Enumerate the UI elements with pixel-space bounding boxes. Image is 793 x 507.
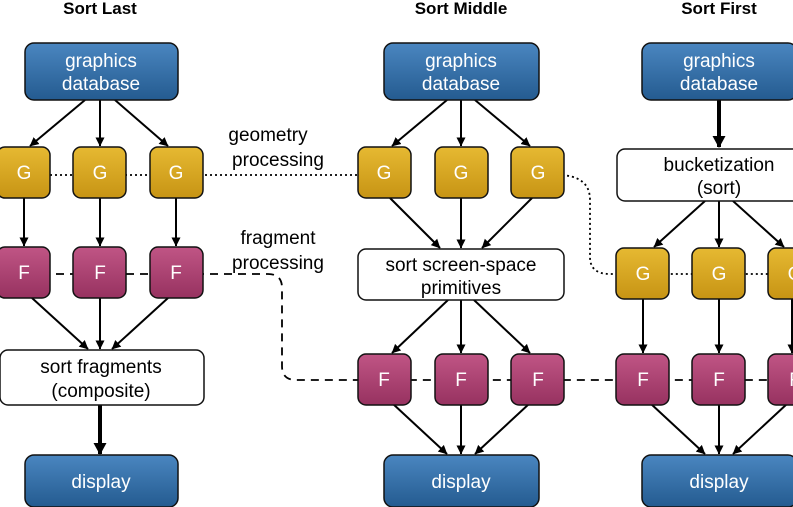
geometry-node: G xyxy=(767,247,793,300)
display-label: display xyxy=(71,472,131,493)
column-heading-sort-first: Sort First xyxy=(681,0,757,18)
sort-primitives-box: sort screen-space primitives xyxy=(357,248,565,301)
display-node: display xyxy=(641,454,793,507)
geometry-node: G xyxy=(691,247,746,300)
fragment-node-label: F xyxy=(170,263,182,284)
geometry-node-label: G xyxy=(169,163,184,184)
geometry-node: G xyxy=(434,146,489,199)
arrow xyxy=(732,402,789,455)
arrow xyxy=(29,99,86,147)
fragment-node: F xyxy=(0,246,51,299)
bucketization-label-line2: (sort) xyxy=(697,178,741,199)
fragment-node: F xyxy=(615,353,670,406)
arrow xyxy=(389,197,441,249)
arrow xyxy=(31,297,89,350)
fragment-node: F xyxy=(691,353,746,406)
display-label: display xyxy=(431,472,491,493)
geometry-stage-label-line2: processing xyxy=(232,150,324,171)
fragment-node-label: F xyxy=(378,370,390,391)
fragment-node: F xyxy=(767,353,793,406)
geometry-node-label: G xyxy=(788,264,793,285)
sort-fragments-label-line1: sort fragments xyxy=(40,357,161,378)
geometry-node-label: G xyxy=(454,163,469,184)
database-node: graphics database xyxy=(24,42,179,101)
arrow xyxy=(114,99,169,147)
connectors xyxy=(0,99,793,455)
geometry-node: G xyxy=(149,146,204,199)
display-label: display xyxy=(689,472,749,493)
sort-fragments-label-line2: (composite) xyxy=(51,381,150,402)
database-node: graphics database xyxy=(641,42,793,101)
geometry-node-label: G xyxy=(93,163,108,184)
fragment-stage-path xyxy=(0,273,793,381)
database-label-line1: graphics xyxy=(683,51,755,72)
fragment-node: F xyxy=(357,353,412,406)
database-label-line2: database xyxy=(422,74,500,95)
geometry-node-label: G xyxy=(636,264,651,285)
geometry-node-label: G xyxy=(712,264,727,285)
column-heading-sort-middle: Sort Middle xyxy=(415,0,508,18)
fragment-node-label: F xyxy=(532,370,544,391)
display-node: display xyxy=(24,454,179,507)
arrow xyxy=(473,299,531,354)
geometry-node-label: G xyxy=(377,163,392,184)
fragment-node-label: F xyxy=(789,370,793,391)
geometry-node: G xyxy=(510,146,565,199)
display-node: display xyxy=(383,454,540,507)
fragment-node-label: F xyxy=(94,263,106,284)
geometry-node: G xyxy=(72,146,127,199)
fragment-stage-label-line1: fragment xyxy=(241,228,317,249)
fragment-node: F xyxy=(434,353,489,406)
geometry-node: G xyxy=(0,146,51,199)
arrow xyxy=(649,402,706,455)
geometry-node-label: G xyxy=(17,163,32,184)
arrow xyxy=(111,297,169,350)
sort-fragments-box: sort fragments (composite) xyxy=(0,349,205,406)
geometry-node: G xyxy=(615,247,670,300)
fragment-node-label: F xyxy=(455,370,467,391)
fragment-node-label: F xyxy=(18,263,30,284)
arrow xyxy=(391,99,448,147)
sort-primitives-label-line2: primitives xyxy=(421,278,501,299)
database-label-line2: database xyxy=(62,74,140,95)
arrow xyxy=(391,402,448,455)
database-label-line1: graphics xyxy=(425,51,497,72)
sort-primitives-label-line1: sort screen-space xyxy=(385,255,536,276)
database-label-line2: database xyxy=(680,74,758,95)
arrow xyxy=(481,197,533,249)
fragment-node: F xyxy=(149,246,204,299)
geometry-stage-label-line1: geometry xyxy=(228,125,308,146)
arrow xyxy=(474,99,531,147)
column-heading-sort-last: Sort Last xyxy=(63,0,137,18)
database-node: graphics database xyxy=(383,42,540,101)
geometry-node-label: G xyxy=(531,163,546,184)
fragment-node-label: F xyxy=(713,370,725,391)
arrow xyxy=(391,299,449,354)
fragment-node: F xyxy=(510,353,565,406)
geometry-node: G xyxy=(357,146,412,199)
fragment-node: F xyxy=(72,246,127,299)
arrow xyxy=(653,200,706,248)
fragment-stage-label-line2: processing xyxy=(232,253,324,274)
bucketization-label-line1: bucketization xyxy=(664,155,775,176)
arrow xyxy=(732,200,785,248)
arrow xyxy=(474,402,531,455)
database-label-line1: graphics xyxy=(65,51,137,72)
fragment-node-label: F xyxy=(637,370,649,391)
bucketization-box: bucketization (sort) xyxy=(616,148,793,202)
